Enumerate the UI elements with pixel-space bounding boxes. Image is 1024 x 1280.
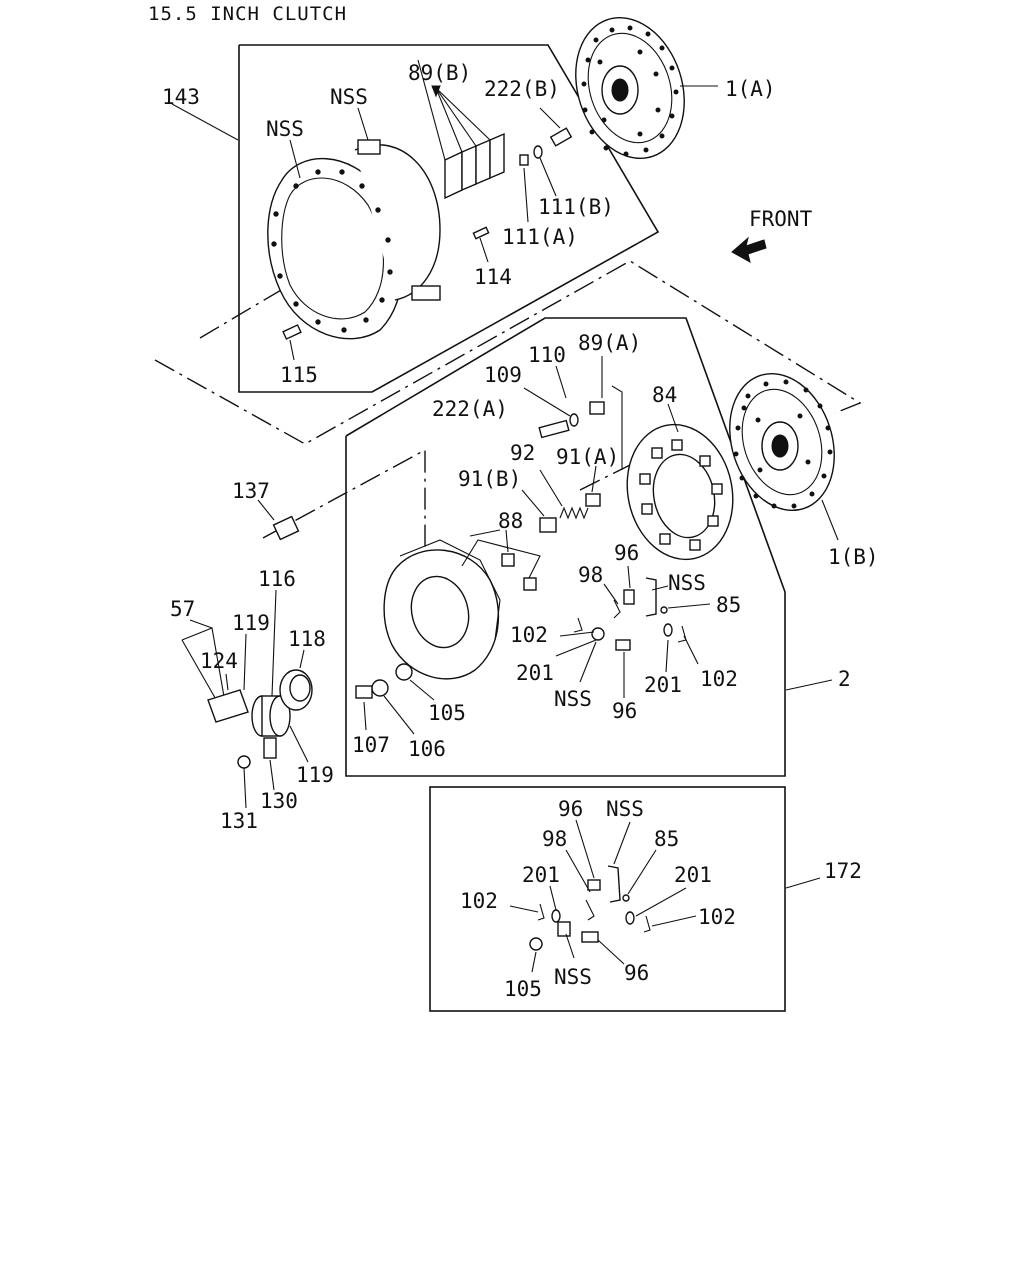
- callout-107: 107: [352, 733, 390, 757]
- bolt-222b: [539, 107, 573, 147]
- release-fork-57: [181, 619, 249, 723]
- callout-109: 109: [484, 363, 522, 387]
- leader-172: [785, 877, 821, 889]
- callout-119-b: 119: [296, 763, 334, 787]
- callout-201-b: 201: [644, 673, 682, 697]
- callout-102-b: 102: [700, 667, 738, 691]
- callout-111a: 111(A): [502, 225, 578, 249]
- callout-98-b: 98: [542, 827, 567, 851]
- lever-parts-group-172: [509, 819, 697, 973]
- group-2-outline: [345, 317, 786, 777]
- callout-85-a: 85: [716, 593, 741, 617]
- callout-96-d: 96: [624, 961, 649, 985]
- spring-seat-91a: [585, 465, 601, 507]
- spring-92: [539, 469, 589, 520]
- clutch-cover-housing: [267, 139, 441, 340]
- callout-98-a: 98: [578, 563, 603, 587]
- bearing-sleeve-116: [251, 589, 291, 737]
- callout-201-a: 201: [516, 661, 554, 685]
- callout-143: 143: [162, 85, 200, 109]
- clutch-disc-1b: [729, 372, 835, 512]
- callout-131: 131: [220, 809, 258, 833]
- leader-nss-a: [289, 139, 301, 179]
- callout-2: 2: [838, 667, 851, 691]
- front-arrow-icon: [731, 236, 767, 263]
- washer-111a: [519, 154, 529, 223]
- callout-96-c: 96: [558, 797, 583, 821]
- spring-seat-91b: [521, 489, 557, 533]
- callout-172: 172: [824, 859, 862, 883]
- callout-116: 116: [258, 567, 296, 591]
- lever-parts-group-2: [555, 565, 711, 698]
- callout-89a: 89(A): [578, 331, 641, 355]
- nuts-88: [501, 529, 537, 591]
- callout-96-b: 96: [612, 699, 637, 723]
- callout-91a: 91(A): [556, 445, 619, 469]
- bolt-130-washer-131: [225, 633, 309, 809]
- callout-222b: 222(B): [484, 77, 560, 101]
- callout-105-a: 105: [428, 701, 466, 725]
- bolt-137: [257, 499, 300, 541]
- bolt-222a-and-washers: [523, 356, 623, 470]
- callout-201-c: 201: [522, 863, 560, 887]
- callout-118: 118: [288, 627, 326, 651]
- release-bearing-118: [279, 649, 313, 711]
- callout-nss-b: NSS: [330, 85, 368, 109]
- callout-92: 92: [510, 441, 535, 465]
- clutch-cover-assembly: [383, 529, 541, 680]
- callout-124: 124: [200, 649, 238, 673]
- leader-nss-b: [357, 107, 369, 141]
- leader-143: [171, 103, 239, 141]
- callout-114: 114: [474, 265, 512, 289]
- callout-88: 88: [498, 509, 523, 533]
- pressure-plate-84: [626, 403, 734, 561]
- callout-1b: 1(B): [828, 545, 879, 569]
- callout-89b: 89(B): [408, 61, 471, 85]
- callout-119-a: 119: [232, 611, 270, 635]
- callout-106: 106: [408, 737, 446, 761]
- leader-2: [785, 679, 833, 691]
- callout-102-d: 102: [698, 905, 736, 929]
- group-143-outline: [238, 44, 660, 393]
- callout-222a: 222(A): [432, 397, 508, 421]
- callout-102-c: 102: [460, 889, 498, 913]
- callout-nss-e: NSS: [606, 797, 644, 821]
- callout-91b: 91(B): [458, 467, 521, 491]
- group-172-outline: [429, 786, 786, 1012]
- diagram-title: 15.5 INCH CLUTCH: [148, 3, 347, 25]
- callout-115: 115: [280, 363, 318, 387]
- callout-130: 130: [260, 789, 298, 813]
- callout-201-d: 201: [674, 863, 712, 887]
- front-label: FRONT: [749, 207, 813, 231]
- bolt-107-washer-106-nut-105: [355, 663, 435, 735]
- clutch-disc-1a: [575, 16, 685, 160]
- pin-114: [472, 226, 490, 263]
- pin-115: [282, 324, 302, 361]
- callout-85-b: 85: [654, 827, 679, 851]
- callout-96-a: 96: [614, 541, 639, 565]
- callout-111b: 111(B): [538, 195, 614, 219]
- callout-102-a: 102: [510, 623, 548, 647]
- callout-105-b: 105: [504, 977, 542, 1001]
- callout-57: 57: [170, 597, 195, 621]
- leader-1b: [821, 499, 839, 541]
- callout-110: 110: [528, 343, 566, 367]
- washer-111b: [533, 145, 557, 197]
- callout-1a: 1(A): [725, 77, 776, 101]
- callout-nss-c: NSS: [668, 571, 706, 595]
- callout-nss-a: NSS: [266, 117, 304, 141]
- callout-137: 137: [232, 479, 270, 503]
- callout-nss-d: NSS: [554, 687, 592, 711]
- callout-84: 84: [652, 383, 677, 407]
- pressure-strap-89b: [417, 59, 505, 200]
- callout-nss-f: NSS: [554, 965, 592, 989]
